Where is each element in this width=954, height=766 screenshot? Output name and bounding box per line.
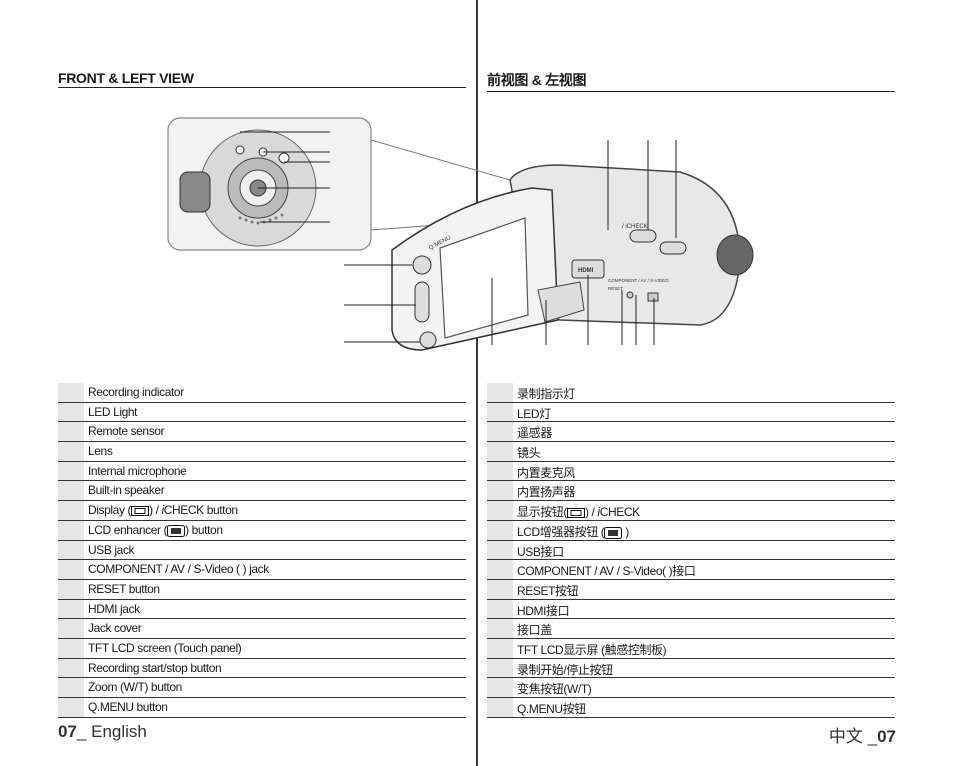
number-cell: [58, 638, 84, 658]
english-parts-table: Recording indicator LED Light Remote sen…: [58, 383, 466, 718]
display-icon: [567, 507, 585, 518]
table-row: Recording indicator: [58, 383, 466, 403]
table-row: 内置扬声器: [487, 481, 895, 502]
page-number: 07: [58, 722, 77, 741]
table-row: 镜头: [487, 442, 895, 462]
table-row: Built-in speaker: [58, 481, 466, 502]
number-cell: [487, 599, 513, 619]
section-title-chinese: 前视图 & 左视图: [487, 70, 895, 92]
number-cell: [487, 383, 513, 402]
camcorder-illustration: Q.MENU / iCHECK HDMI COMPONENT / AV / S-…: [167, 117, 754, 351]
table-row: 录制指示灯: [487, 383, 895, 403]
table-row: LED Light: [58, 402, 466, 423]
table-row: HDMI jack: [58, 599, 466, 620]
number-cell: [58, 402, 84, 422]
number-cell: [487, 560, 513, 579]
number-cell: [487, 442, 513, 461]
table-row: USB接口: [487, 540, 895, 561]
number-cell: [487, 481, 513, 501]
footer-left: 07_ English: [58, 722, 147, 742]
table-row: COMPONENT / AV / S-Video( )接口: [487, 560, 895, 580]
table-row: 显示按钮() / iCHECK: [487, 501, 895, 521]
table-row: Recording start/stop button: [58, 658, 466, 679]
camera-body: Q.MENU / iCHECK HDMI COMPONENT / AV / S-…: [391, 164, 754, 351]
table-row: COMPONENT / AV / S-Video ( ) jack: [58, 560, 466, 580]
number-cell: [58, 678, 84, 697]
page-divider: [476, 0, 478, 766]
number-cell: [487, 520, 513, 540]
number-cell: [58, 383, 84, 402]
table-row: LCD增强器按钮 ( ): [487, 520, 895, 541]
table-row: TFT LCD显示屏 (触感控制板): [487, 638, 895, 659]
table-row: LCD enhancer () button: [58, 520, 466, 541]
lcd-enhancer-icon: [167, 524, 186, 537]
number-cell: [58, 658, 84, 678]
hdmi-label: HDMI: [578, 268, 594, 274]
table-row: Q.MENU button: [58, 698, 466, 718]
number-cell: [58, 501, 84, 520]
number-cell: [58, 599, 84, 619]
number-cell: [487, 501, 513, 520]
table-row: Display () / iCHECK button: [58, 501, 466, 521]
table-row: 录制开始/停止按钮: [487, 658, 895, 679]
table-row: USB jack: [58, 540, 466, 561]
table-row: Lens: [58, 442, 466, 462]
chinese-parts-table: 录制指示灯 LED灯 遥感器 镜头 内置麦克风 内置扬声器 显示按钮() / i…: [487, 383, 895, 718]
number-cell: [487, 638, 513, 658]
footer-language: _ English: [76, 722, 147, 741]
number-cell: [58, 560, 84, 579]
number-cell: [58, 540, 84, 560]
section-title-english: FRONT & LEFT VIEW: [58, 70, 466, 88]
reset-label: RESET: [608, 286, 623, 291]
table-row: TFT LCD screen (Touch panel): [58, 638, 466, 659]
number-cell: [58, 698, 84, 717]
number-cell: [58, 442, 84, 461]
number-cell: [487, 540, 513, 560]
number-cell: [58, 461, 84, 481]
number-cell: [487, 658, 513, 678]
lcd-enhancer-icon: [604, 526, 623, 539]
table-row: HDMI接口: [487, 599, 895, 620]
table-row: RESET按钮: [487, 579, 895, 600]
callout-lines: [344, 140, 677, 345]
number-cell: [58, 619, 84, 638]
table-row: 变焦按钮(W/T): [487, 678, 895, 698]
table-row: LED灯: [487, 402, 895, 423]
footer-right: 中文 _07: [829, 722, 896, 747]
table-row: Jack cover: [58, 619, 466, 639]
table-row: Zoom (W/T) button: [58, 678, 466, 698]
table-row: 接口盖: [487, 619, 895, 639]
component-label: COMPONENT / AV / S-VIDEO: [608, 278, 669, 283]
table-row: Remote sensor: [58, 422, 466, 443]
table-row: RESET button: [58, 579, 466, 600]
number-cell: [487, 402, 513, 422]
number-cell: [58, 481, 84, 501]
display-icon: [131, 505, 150, 516]
number-cell: [58, 520, 84, 540]
icheck-label: / iCHECK: [622, 224, 648, 230]
number-cell: [487, 461, 513, 481]
lens-inset: [167, 117, 511, 251]
table-row: Internal microphone: [58, 461, 466, 482]
number-cell: [487, 619, 513, 638]
number-cell: [58, 422, 84, 442]
page-number: 07: [877, 727, 896, 746]
number-cell: [487, 422, 513, 442]
number-cell: [58, 579, 84, 599]
footer-language: 中文 _: [828, 727, 878, 746]
table-row: 遥感器: [487, 422, 895, 443]
table-row: 内置麦克风: [487, 461, 895, 482]
number-cell: [487, 698, 513, 717]
table-row: Q.MENU按钮: [487, 698, 895, 718]
number-cell: [487, 579, 513, 599]
number-cell: [487, 678, 513, 697]
